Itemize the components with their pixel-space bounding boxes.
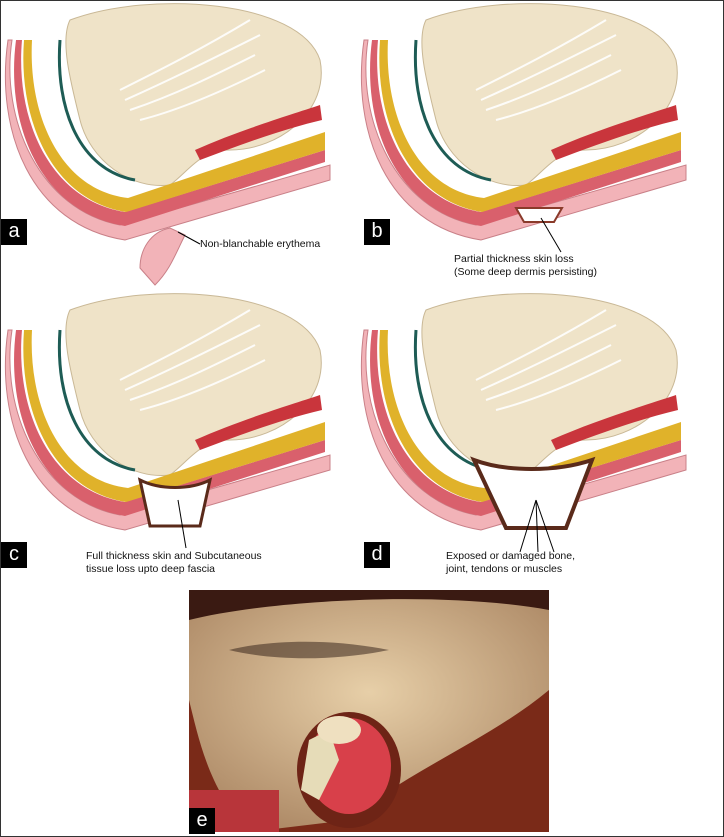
dermis-layer [370, 330, 681, 516]
muscle-layer [551, 105, 678, 160]
skin-layer [360, 39, 687, 241]
panel-c: c Full thickness skin and Subcutaneous t… [0, 290, 362, 580]
illustration-stage-3 [4, 293, 331, 549]
skin-layer [4, 329, 331, 531]
dermis-layer [14, 330, 325, 516]
caption-line-2: (Some deep dermis persisting) [454, 266, 597, 278]
muscle-layer [195, 395, 322, 450]
caption-line-1: Non-blanchable erythema [200, 238, 321, 250]
fat-layer [23, 40, 325, 212]
fat-layer [379, 330, 681, 502]
clinical-photo-panel: e [189, 590, 549, 834]
clinical-photo [189, 590, 549, 832]
caption-line-1: Exposed or damaged bone, [446, 550, 576, 562]
caption-line-1: Partial thickness skin loss [454, 253, 574, 265]
fascia-line [413, 329, 492, 472]
fascia-line [57, 39, 136, 182]
dermis-layer [370, 40, 681, 226]
panel-d: d Exposed or damaged bone, joint, tendon… [356, 290, 718, 580]
panel-label: a [1, 219, 27, 245]
fascia-line [57, 329, 136, 472]
muscle-layer [551, 395, 678, 450]
fascia-line [413, 39, 492, 182]
caption-line-2: joint, tendons or muscles [446, 563, 563, 575]
panel-a: a Non-blanchable erythema [0, 0, 362, 290]
muscle-layer [195, 105, 322, 160]
caption-line-2: tissue loss upto deep fascia [86, 563, 215, 575]
illustration-stage-1 [4, 3, 331, 286]
illustration-stage-4 [360, 293, 687, 553]
panel-label: e [189, 808, 215, 834]
fat-layer [379, 40, 681, 212]
skin-layer [4, 39, 331, 241]
caption-line-1: Full thickness skin and Subcutaneous [86, 550, 262, 562]
dermis-layer [14, 40, 325, 226]
panel-b: b Partial thickness skin loss (Some deep… [356, 0, 718, 290]
panel-label: c [1, 542, 27, 568]
panel-label: b [364, 219, 390, 245]
illustration-stage-2 [360, 3, 687, 253]
fat-layer [23, 330, 325, 502]
skin-layer [360, 329, 687, 531]
panel-label: d [364, 542, 390, 568]
